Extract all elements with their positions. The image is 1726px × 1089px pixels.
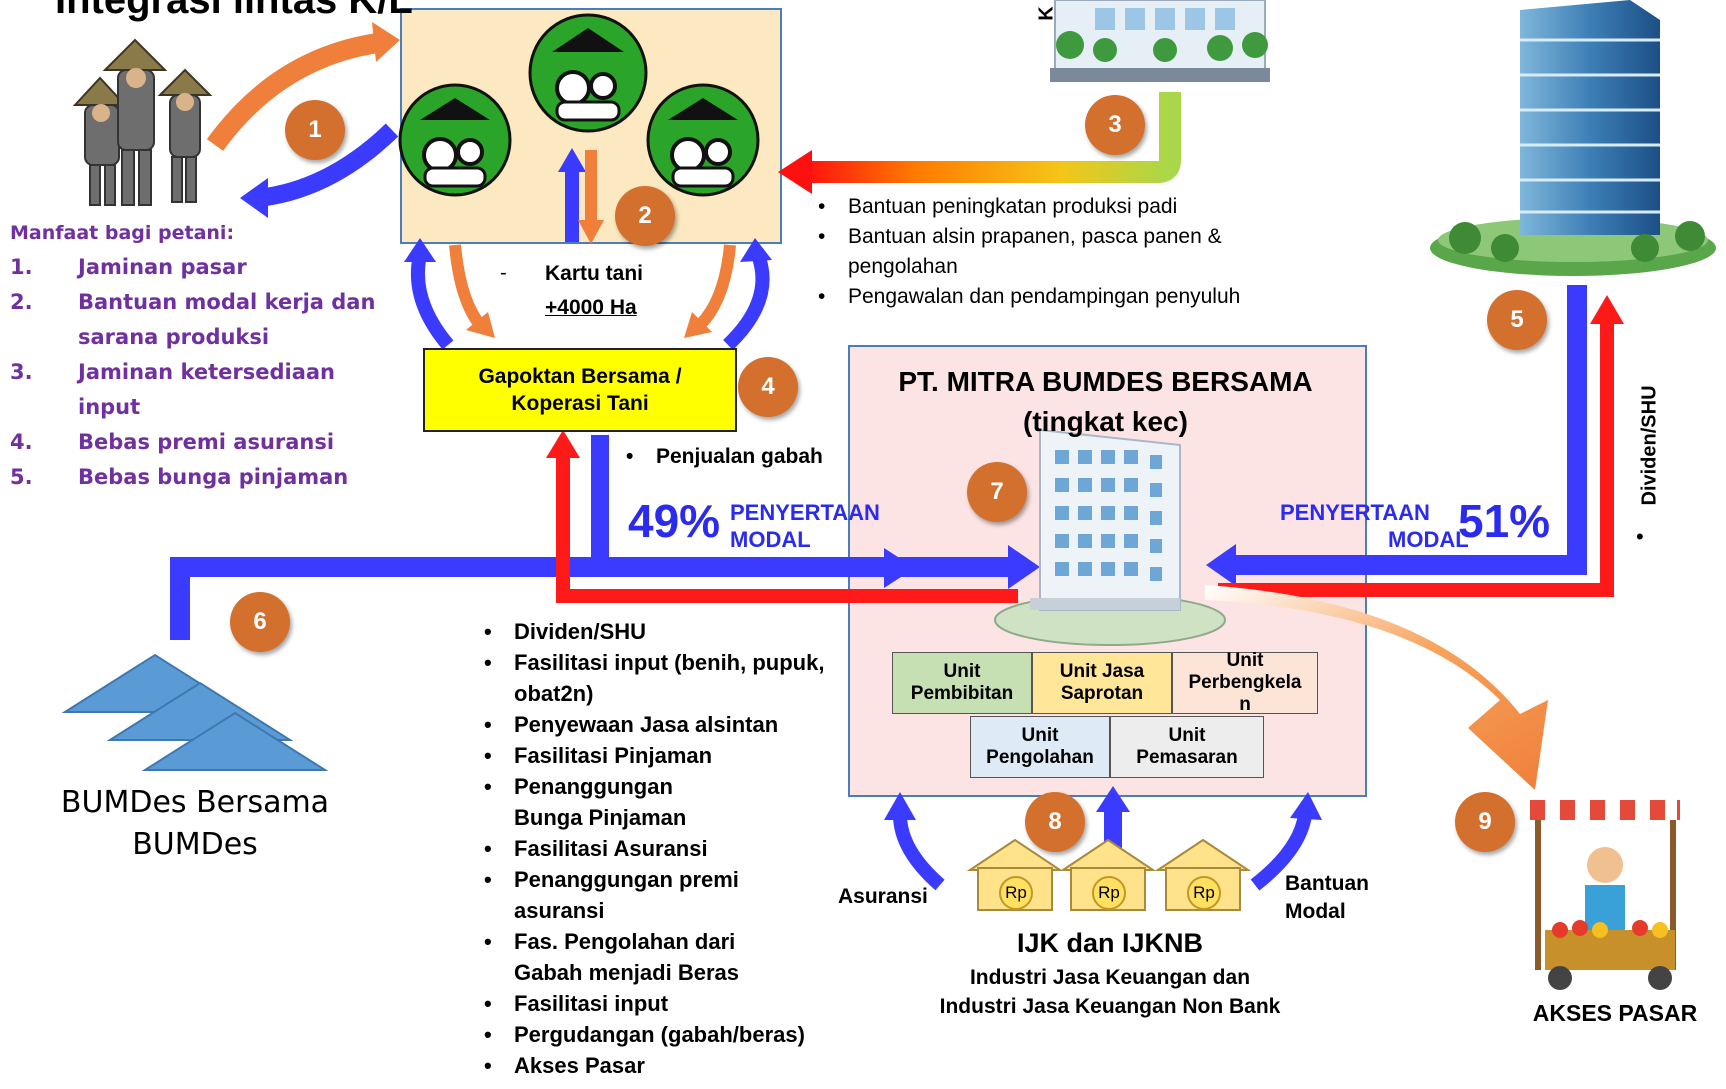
market-stall-illustration xyxy=(1530,800,1680,990)
bumdes-stack-icon xyxy=(61,653,329,771)
kelompok-tani-logo xyxy=(646,83,760,197)
kelompok-tani-logo xyxy=(398,83,512,197)
step-badge-6: 6 xyxy=(230,592,290,652)
arrow-pt-to-tower xyxy=(1218,295,1624,597)
support-item: Pengawalan dan pendampingan penyuluh xyxy=(812,282,1332,312)
arrow-kelompok-to-farmers xyxy=(240,123,399,218)
kelompok-tani-logos xyxy=(398,13,760,197)
arrow-bantuan-modal xyxy=(1250,792,1322,891)
arrow-pt-to-market xyxy=(1205,585,1548,790)
step-badge-5: 5 xyxy=(1487,290,1547,350)
facility-item: Penanggungan premi asuransi xyxy=(478,864,794,926)
arrow-pt-to-gapoktan xyxy=(546,430,1018,603)
gapoktan-box: Gapoktan Bersama / Koperasi Tani xyxy=(423,348,737,432)
arrow-gapoktan-to-pt xyxy=(591,435,915,588)
benefits-title: Manfaat bagi petani: xyxy=(10,222,235,244)
arrow-kartu-up xyxy=(558,148,586,242)
pt-title-line1: PT. MITRA BUMDES BERSAMA xyxy=(898,366,1313,397)
modal-right-line1: PENYERTAAN xyxy=(1280,500,1430,525)
dividen-vertical-bullet: • xyxy=(1636,524,1644,549)
facility-item: Fasilitasi input xyxy=(478,988,858,1019)
pt-title-line2: (tingkat kec) xyxy=(1023,406,1188,437)
step-badge-8: 8 xyxy=(1025,792,1085,852)
facility-item: Pergudangan (gabah/beras) xyxy=(478,1019,858,1050)
gapoktan-line2: Koperasi Tani xyxy=(511,392,649,415)
facility-item: Fasilitasi Pinjaman xyxy=(478,740,858,771)
rp-coin: Rp xyxy=(1187,876,1221,910)
bumdes-line2: BUMDes xyxy=(132,827,258,862)
support-list: Bantuan peningkatan produksi padi Bantua… xyxy=(812,192,1332,312)
facility-item: Fasilitasi input (benih, pupuk, obat2n) xyxy=(478,647,858,709)
arrow-kementerian-to-kelompok xyxy=(778,92,1181,194)
facility-item: Penyewaan Jasa alsintan xyxy=(478,709,858,740)
step-badge-3: 3 xyxy=(1085,95,1145,155)
step-badge-9: 9 xyxy=(1455,792,1515,852)
arrow-farmers-to-kelompok xyxy=(206,22,400,151)
arrow-kartu-down xyxy=(578,150,604,244)
benefit-item: 1.Jaminan pasar xyxy=(10,255,247,279)
arrow-tower-to-pt xyxy=(1206,285,1587,586)
benefit-item: 4.Bebas premi asuransi xyxy=(10,430,335,454)
kelompok-tani-logo xyxy=(528,13,648,133)
modal-left-line1: PENYERTAAN xyxy=(730,500,880,525)
pt-title: PT. MITRA BUMDES BERSAMA (tingkat kec) xyxy=(848,362,1363,442)
facility-item: Fasilitasi Asuransi xyxy=(478,833,858,864)
modal-left-line2: MODAL xyxy=(730,527,811,552)
arrow-asuransi xyxy=(884,792,945,891)
arrow-gapoktan-left-up xyxy=(404,238,454,350)
bumdes-line1: BUMDes Bersama xyxy=(60,785,330,820)
bumdes-label: BUMDes Bersama BUMDes xyxy=(40,782,350,866)
ijk-house xyxy=(966,838,1064,911)
farmers-illustration xyxy=(72,38,213,206)
penjualan-item: Penjualan gabah xyxy=(620,445,823,469)
support-item: Bantuan alsin prapanen, pasca panen & pe… xyxy=(812,222,1332,282)
step-badge-4: 4 xyxy=(738,357,798,417)
kartu-tani-area: +4000 Ha xyxy=(545,296,637,319)
akses-pasar-label: AKSES PASAR xyxy=(1532,1000,1698,1026)
page-title: Integrasi lintas K/L xyxy=(55,0,413,22)
support-item: Bantuan peningkatan produksi padi xyxy=(812,192,1332,222)
step-badge-7: 7 xyxy=(967,462,1027,522)
step-badge-1: 1 xyxy=(285,100,345,160)
facility-item: Fas. Pengolahan dari Gabah menjadi Beras xyxy=(478,926,804,988)
arrow-gapoktan-right-up xyxy=(723,238,772,351)
ijk-title: IJK dan IJKNB xyxy=(1016,928,1204,958)
benefit-item: 2.Bantuan modal kerja dan sarana produks… xyxy=(10,290,376,349)
asuransi-label: Asuransi xyxy=(838,885,928,908)
penjualan-note: Penjualan gabah xyxy=(620,445,823,469)
modal-right-pct: 51% xyxy=(1458,495,1551,547)
bumn-tower-building xyxy=(1430,0,1716,276)
arrow-gapoktan-right-down xyxy=(684,244,736,338)
kartu-tani-dash: - xyxy=(500,262,507,284)
facilities-list: Dividen/SHU Fasilitasi input (benih, pup… xyxy=(478,616,858,1081)
modal-right-line2: MODAL xyxy=(1388,527,1469,552)
arrow-ijk-to-pt xyxy=(1096,786,1130,850)
gapoktan-line1: Gapoktan Bersama / xyxy=(478,365,682,388)
rp-coin: Rp xyxy=(999,876,1033,910)
kementerian-label: K xyxy=(1035,6,1058,21)
kementerian-building xyxy=(1050,0,1270,82)
dividen-vertical-label: Dividen/SHU xyxy=(1638,385,1661,506)
benefit-item: 3.Jaminan ketersediaan input xyxy=(10,360,335,419)
facility-item: Dividen/SHU xyxy=(478,616,858,647)
kartu-tani-label: Kartu tani xyxy=(545,262,644,285)
arrow-gapoktan-left-down xyxy=(449,244,495,338)
step-badge-2: 2 xyxy=(615,186,675,246)
benefit-item: 5.Bebas bunga pinjaman xyxy=(10,465,349,489)
modal-left-pct: 49% xyxy=(628,495,721,547)
rp-coin: Rp xyxy=(1092,876,1126,910)
facility-item: Penanggungan Bunga Pinjaman xyxy=(478,771,734,833)
pt-building xyxy=(994,428,1226,646)
benefits-list: 1.Jaminan pasar 2.Bantuan modal kerja da… xyxy=(10,250,390,495)
facility-item: Akses Pasar xyxy=(478,1050,858,1081)
